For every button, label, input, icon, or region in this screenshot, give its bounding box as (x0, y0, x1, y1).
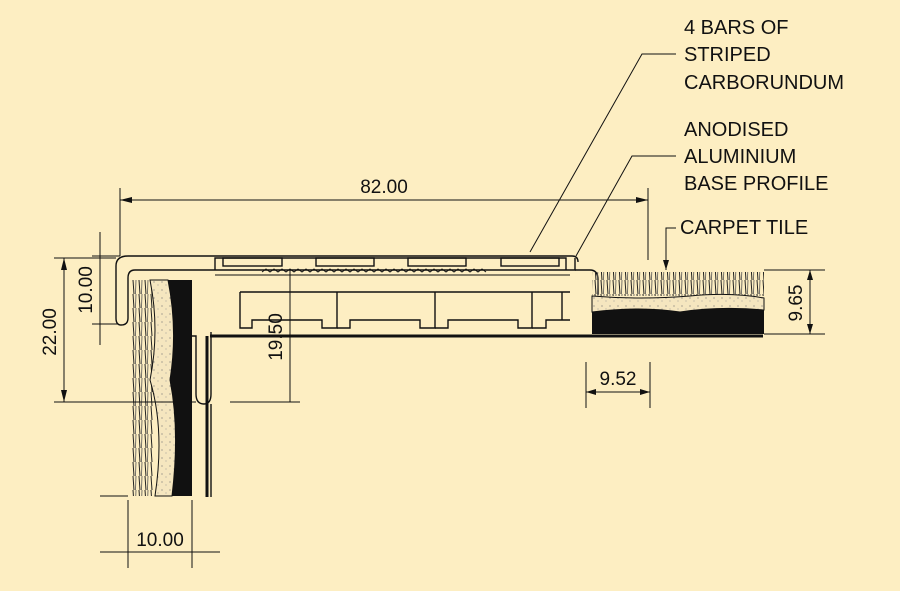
carborundum-label-line3: CARBORUNDUM (684, 72, 844, 94)
dim-overall-width: 82.00 (360, 177, 408, 198)
serrated-key (261, 268, 487, 273)
aluminium-base-profile (115, 255, 763, 497)
carborundum-label-line2: STRIPED (684, 44, 771, 66)
base-profile-label-line3: BASE PROFILE (684, 173, 829, 195)
leader-lines (529, 53, 676, 270)
carborundum-bar (222, 257, 283, 267)
dim-nosing-height: 10.00 (76, 266, 97, 314)
dim-total-drop: 22.00 (40, 308, 61, 356)
carborundum-bar (315, 257, 375, 267)
dim-recess-width: 9.52 (600, 369, 637, 390)
carborundum-bar (407, 257, 467, 267)
carborundum-bar (500, 257, 560, 267)
dim-riser-width: 10.00 (136, 530, 184, 551)
carpet-tile (591, 272, 765, 334)
dim-profile-height: 19.50 (266, 313, 287, 361)
dimension-lines (54, 188, 825, 568)
carpet-tile-label: CARPET TILE (680, 217, 808, 239)
carborundum-label-line1: 4 BARS OF (684, 17, 788, 39)
base-profile-label-line1: ANODISED (684, 119, 788, 141)
base-profile-label-line2: ALUMINIUM (684, 146, 796, 168)
carborundum-bars (222, 257, 560, 267)
riser-carpet (131, 279, 192, 497)
dim-carpet-thickness: 9.65 (786, 285, 807, 322)
